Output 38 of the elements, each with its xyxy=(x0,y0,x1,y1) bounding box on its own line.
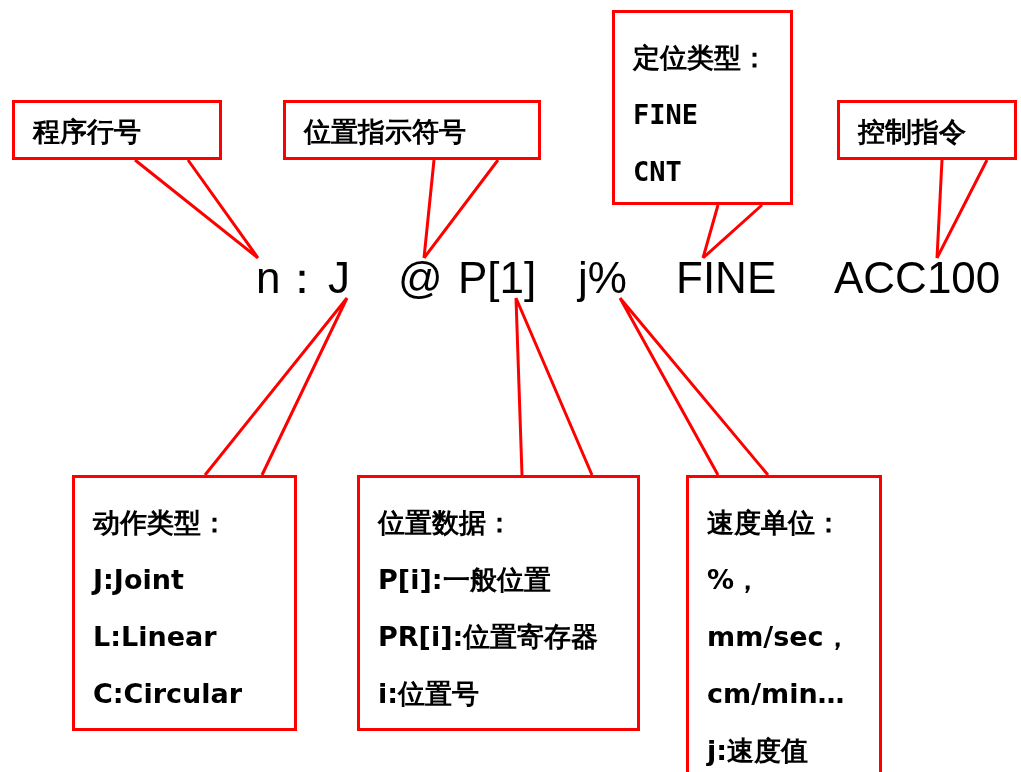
callout-text: mm/sec， xyxy=(707,620,851,654)
callout-text: P[i]:一般位置 xyxy=(378,563,551,597)
code-token: FINE xyxy=(676,258,777,298)
callout-title: 位置指示符号 xyxy=(304,115,466,149)
callout-box xyxy=(357,475,640,731)
callout-pointer xyxy=(935,158,989,260)
callout-pointer xyxy=(422,158,500,260)
code-token: @ xyxy=(398,258,443,298)
callout-pointer xyxy=(701,203,764,260)
callout-box xyxy=(12,100,222,160)
callout-box xyxy=(72,475,297,731)
callout-text: PR[i]:位置寄存器 xyxy=(378,620,599,654)
callout-title: 程序行号 xyxy=(33,115,141,149)
callout-text: L:Linear xyxy=(93,620,217,654)
callout-title: 控制指令 xyxy=(858,115,966,149)
code-token: n： xyxy=(256,258,325,298)
callout-text: cm/min… xyxy=(707,677,845,711)
code-token: J xyxy=(328,258,350,298)
callout-title: 速度单位： xyxy=(707,506,842,540)
callout-box xyxy=(612,10,793,205)
callout-text: CNT xyxy=(633,155,682,189)
callout-text: j:速度值 xyxy=(707,734,809,768)
callout-title: 动作类型： xyxy=(93,506,228,540)
callout-pointer xyxy=(203,296,349,477)
callout-box xyxy=(283,100,541,160)
callout-text: %， xyxy=(707,563,762,597)
callout-pointer xyxy=(514,296,594,477)
callout-box xyxy=(837,100,1017,160)
callout-title: 定位类型： xyxy=(633,41,768,75)
callout-box xyxy=(686,475,882,772)
callout-text: J:Joint xyxy=(93,563,184,597)
callout-title: 位置数据： xyxy=(378,506,513,540)
code-token: ACC100 xyxy=(834,258,1001,298)
callout-pointer xyxy=(618,296,770,477)
callout-text: C:Circular xyxy=(93,677,242,711)
callout-pointer xyxy=(133,158,260,260)
callout-text: FINE xyxy=(633,98,699,132)
callout-text: i:位置号 xyxy=(378,677,480,711)
